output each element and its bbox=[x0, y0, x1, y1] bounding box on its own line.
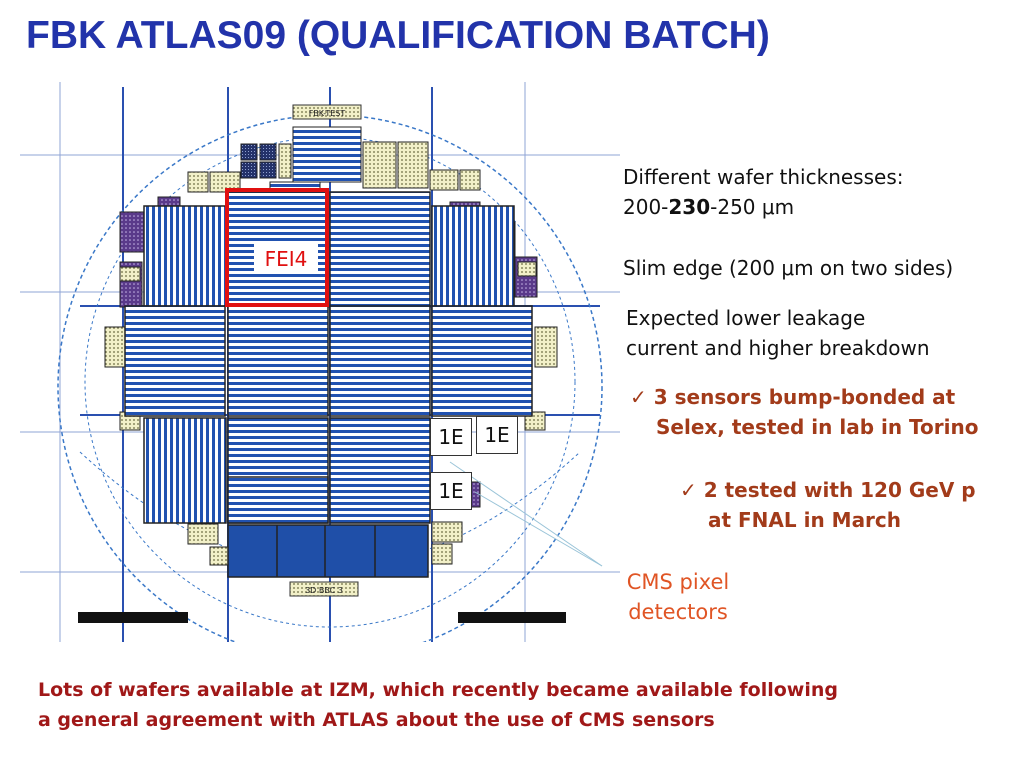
bullet-1-line2: Selex, tested in lab in Torino bbox=[656, 415, 979, 439]
cms-pointer-lines bbox=[449, 461, 603, 567]
thickness-pre: 200- bbox=[623, 195, 669, 219]
page-title: FBK ATLAS09 (QUALIFICATION BATCH) bbox=[26, 14, 770, 57]
thickness-values: 200-230-250 μm bbox=[623, 192, 794, 222]
wafer-flat-right bbox=[458, 612, 566, 623]
wafer-diagram: FBK-TEST bbox=[20, 82, 620, 642]
cms-chip: 1E bbox=[476, 416, 518, 454]
check-icon: ✓ bbox=[680, 478, 697, 502]
thickness-heading: Different wafer thicknesses: bbox=[623, 165, 904, 189]
wafer-layout: FBK-TEST bbox=[20, 82, 620, 642]
bullet-2: ✓ 2 tested with 120 GeV p bbox=[680, 475, 976, 505]
leakage-note-line1: Expected lower leakage bbox=[626, 306, 866, 330]
bullet-1: ✓ 3 sensors bump-bonded at bbox=[630, 382, 955, 412]
wafer-bottom-label: 3D BBC 3 bbox=[305, 586, 343, 595]
slim-edge-note: Slim edge (200 μm on two sides) bbox=[623, 256, 954, 280]
cms-label-line2: detectors bbox=[628, 600, 728, 624]
cms-pixel-label: CMS pixel detectors bbox=[610, 567, 746, 627]
fei4-highlight-box bbox=[225, 188, 329, 307]
bullet-2-line1: 2 tested with 120 GeV p bbox=[703, 478, 976, 502]
footer-line2: a general agreement with ATLAS about the… bbox=[38, 709, 715, 731]
wafer-top-label: FBK-TEST bbox=[309, 109, 346, 118]
cms-chip: 1E bbox=[430, 472, 472, 510]
thickness-post: -250 μm bbox=[710, 195, 795, 219]
sensor-grid bbox=[124, 191, 533, 578]
top-cells bbox=[187, 126, 481, 193]
footer-line1: Lots of wafers available at IZM, which r… bbox=[38, 679, 838, 701]
bullet-1-line1: 3 sensors bump-bonded at bbox=[653, 385, 956, 409]
fei4-label: FEI4 bbox=[254, 244, 318, 274]
wafer-flat-left bbox=[78, 612, 188, 623]
footer-note: Lots of wafers available at IZM, which r… bbox=[38, 675, 838, 735]
check-icon: ✓ bbox=[630, 385, 647, 409]
bullet-2-line2: at FNAL in March bbox=[708, 508, 902, 532]
cms-chip: 1E bbox=[430, 418, 472, 456]
leakage-note-line2: current and higher breakdown bbox=[626, 336, 930, 360]
wafer-arc bbox=[79, 451, 581, 568]
cms-label-line1: CMS pixel bbox=[626, 570, 730, 594]
thickness-bold: 230 bbox=[668, 195, 711, 219]
